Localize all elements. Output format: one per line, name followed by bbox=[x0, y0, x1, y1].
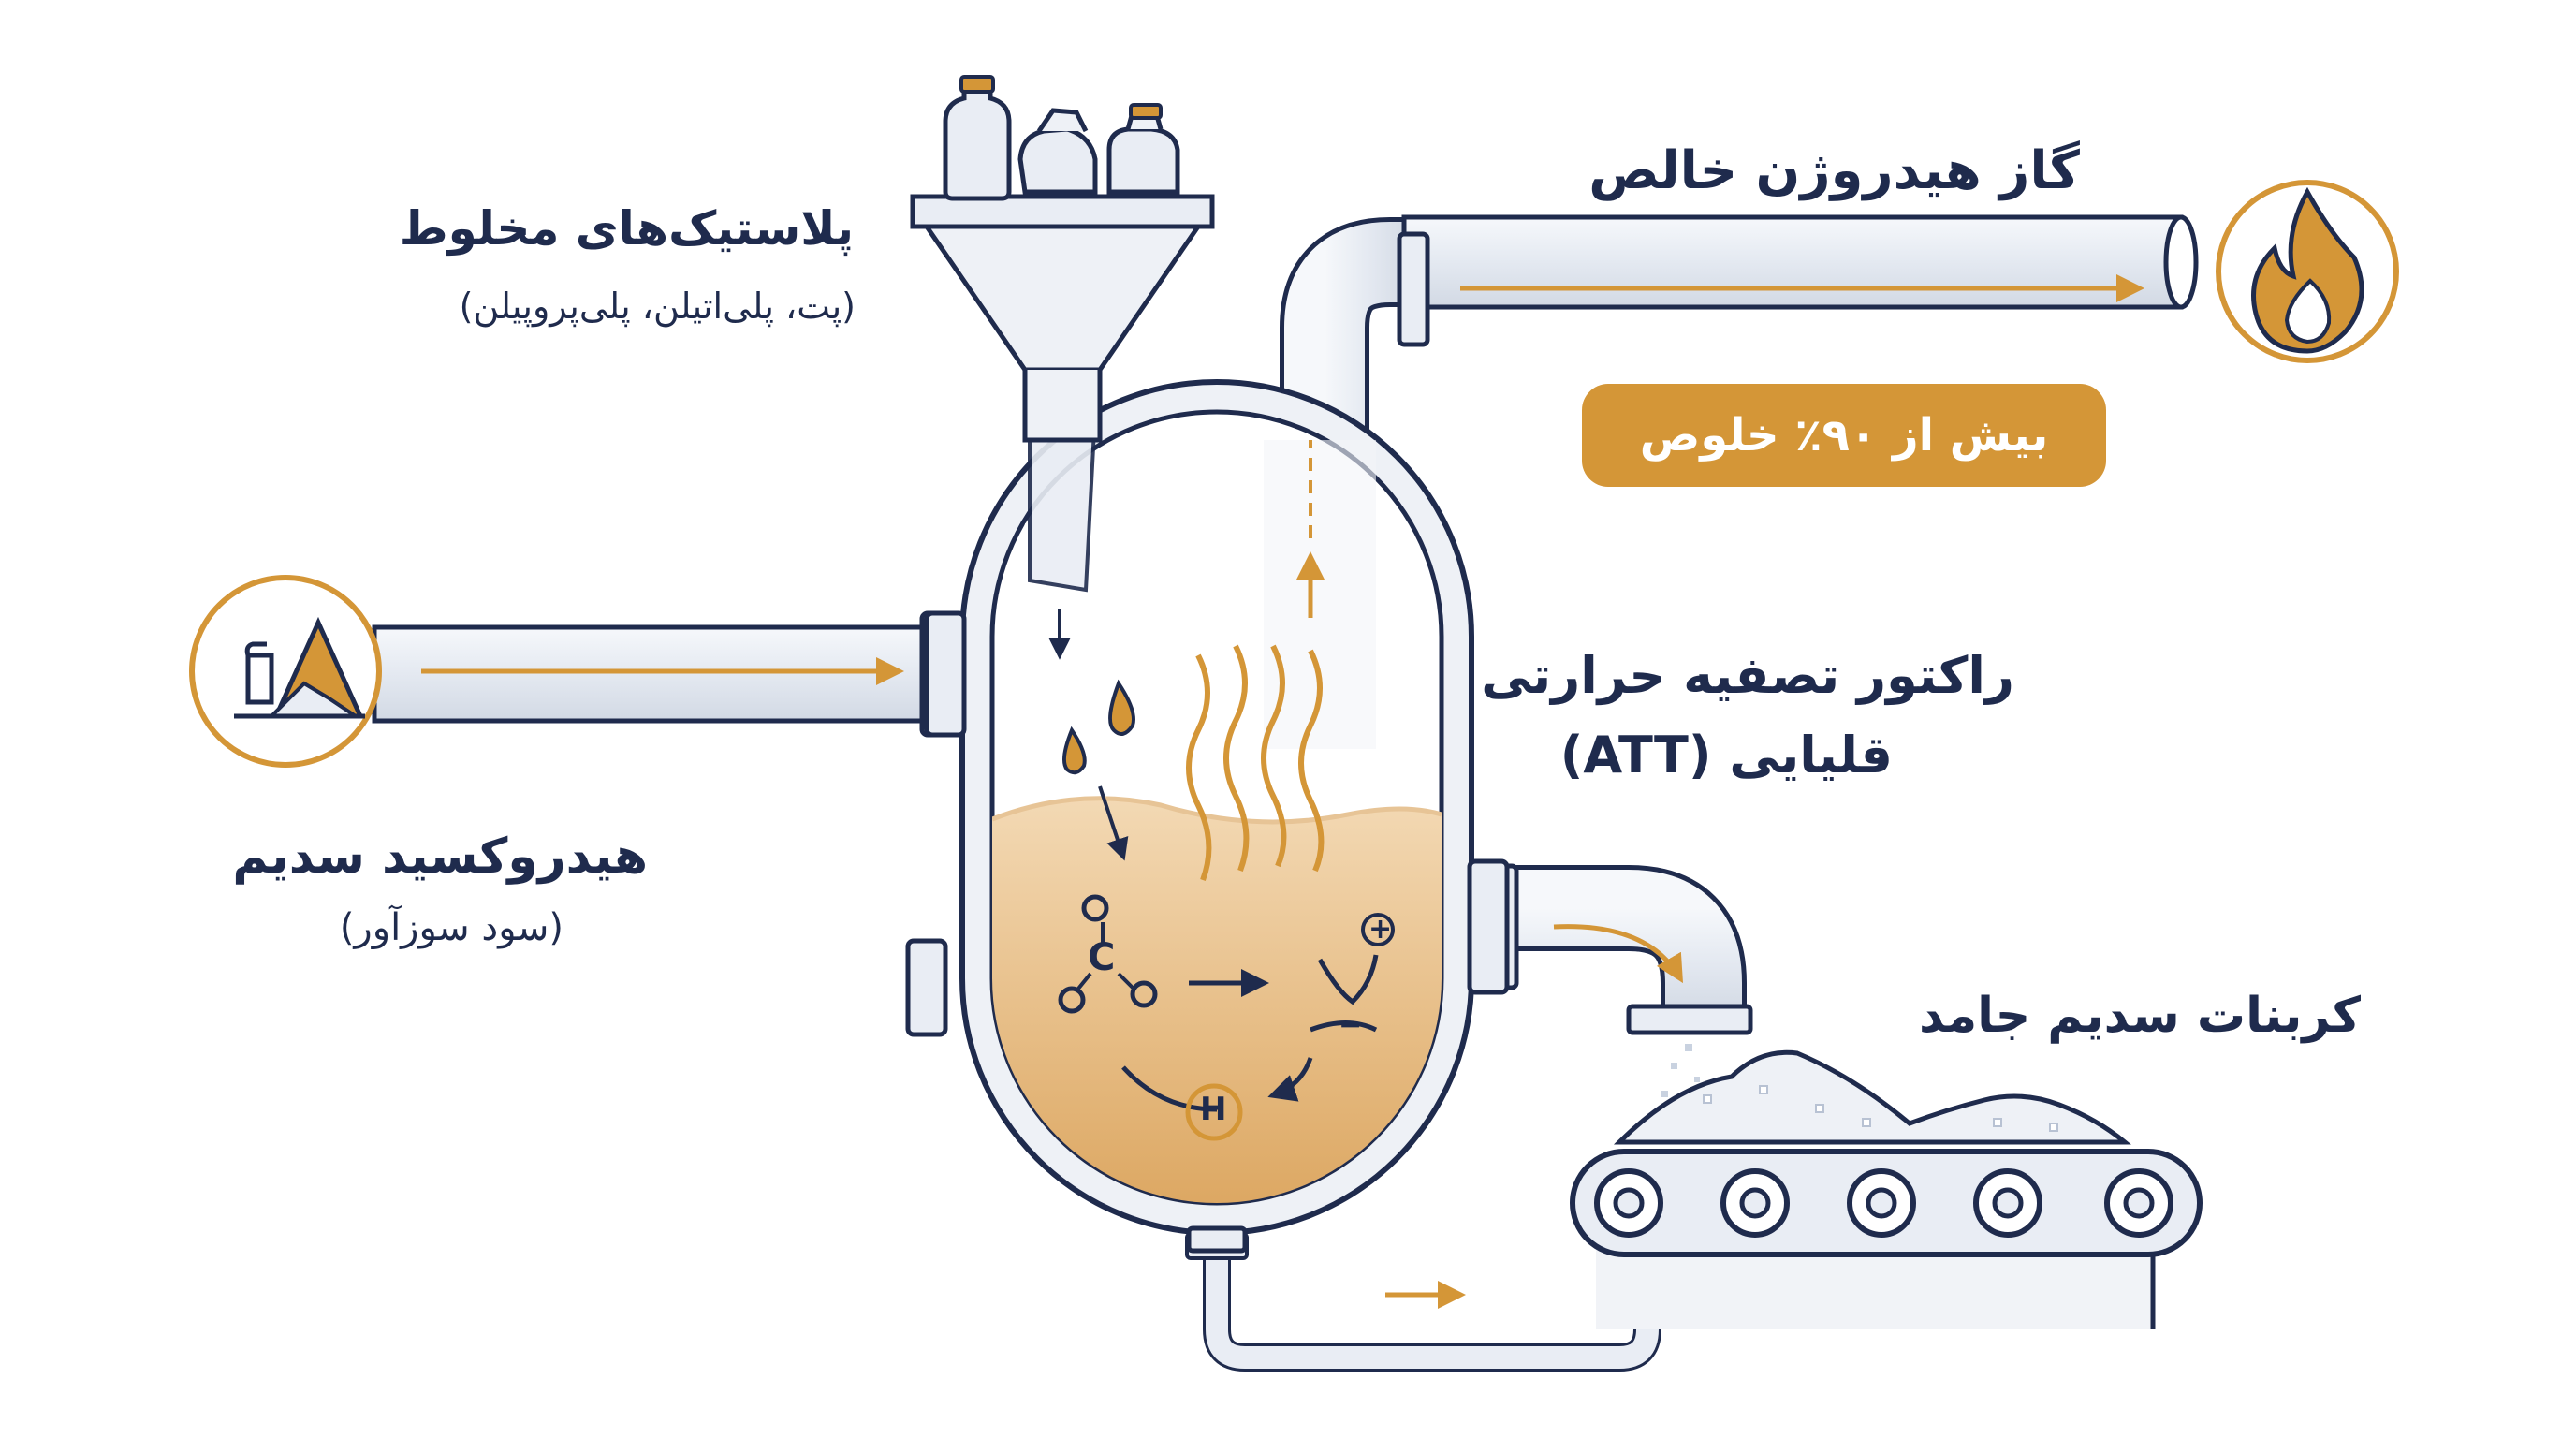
hydrogen-outlet-pipe bbox=[1280, 214, 2199, 440]
oxygen-atom bbox=[1058, 986, 1086, 1014]
naoh-subtitle: (سود سوزآور) bbox=[339, 906, 564, 949]
carbon-symbol: C bbox=[1088, 936, 1116, 979]
plastics-subtitle: (پت، پلی‌اتیلن، پلی‌پروپیلن) bbox=[459, 286, 856, 327]
drain-pipe bbox=[1185, 1232, 1661, 1372]
reactor-title-line1: راکتور تصفیه حرارتی bbox=[1481, 646, 2014, 705]
conveyor-belt-icon bbox=[1570, 1049, 2203, 1329]
ion-structure bbox=[1317, 954, 1379, 1005]
purity-badge bbox=[1582, 384, 2106, 487]
hydrogen-atom bbox=[1185, 1083, 1243, 1141]
plus-symbol: + bbox=[1368, 913, 1393, 946]
naoh-title: هیدروکسید سدیم bbox=[232, 829, 648, 885]
oxygen-atom bbox=[1130, 980, 1158, 1008]
plastic-bottles-icon bbox=[943, 75, 1180, 201]
plastics-title: پلاستیک‌های مخلوط bbox=[399, 201, 854, 256]
naoh-inlet-pipe bbox=[189, 575, 962, 768]
reaction-symbols bbox=[1058, 785, 1395, 1141]
flame-icon bbox=[2216, 180, 2399, 363]
reactor-vessel bbox=[905, 379, 1510, 1254]
heat-waves bbox=[1186, 644, 1325, 882]
powder-pile-icon bbox=[234, 616, 365, 719]
funnel-icon bbox=[910, 194, 1215, 443]
plus-charge bbox=[1361, 913, 1395, 946]
carbonate-flow-arrow bbox=[1553, 924, 1684, 984]
hydrogen-symbol: H bbox=[1200, 1091, 1227, 1128]
reactor-title-line2: قلیایی (ATT) bbox=[1559, 726, 1893, 785]
carbonate-title: کربنات سدیم جامد bbox=[1918, 988, 2361, 1044]
minus-symbol: − bbox=[1339, 1009, 1363, 1042]
oxygen-atom bbox=[1081, 894, 1109, 922]
hydrogen-title: گاز هیدروژن خالص bbox=[1588, 140, 2080, 201]
naoh-icon-ring bbox=[189, 575, 382, 768]
purity-badge-label: بیش از ۹۰٪ خلوص bbox=[1639, 409, 2049, 462]
oil-droplets bbox=[1061, 679, 1135, 775]
